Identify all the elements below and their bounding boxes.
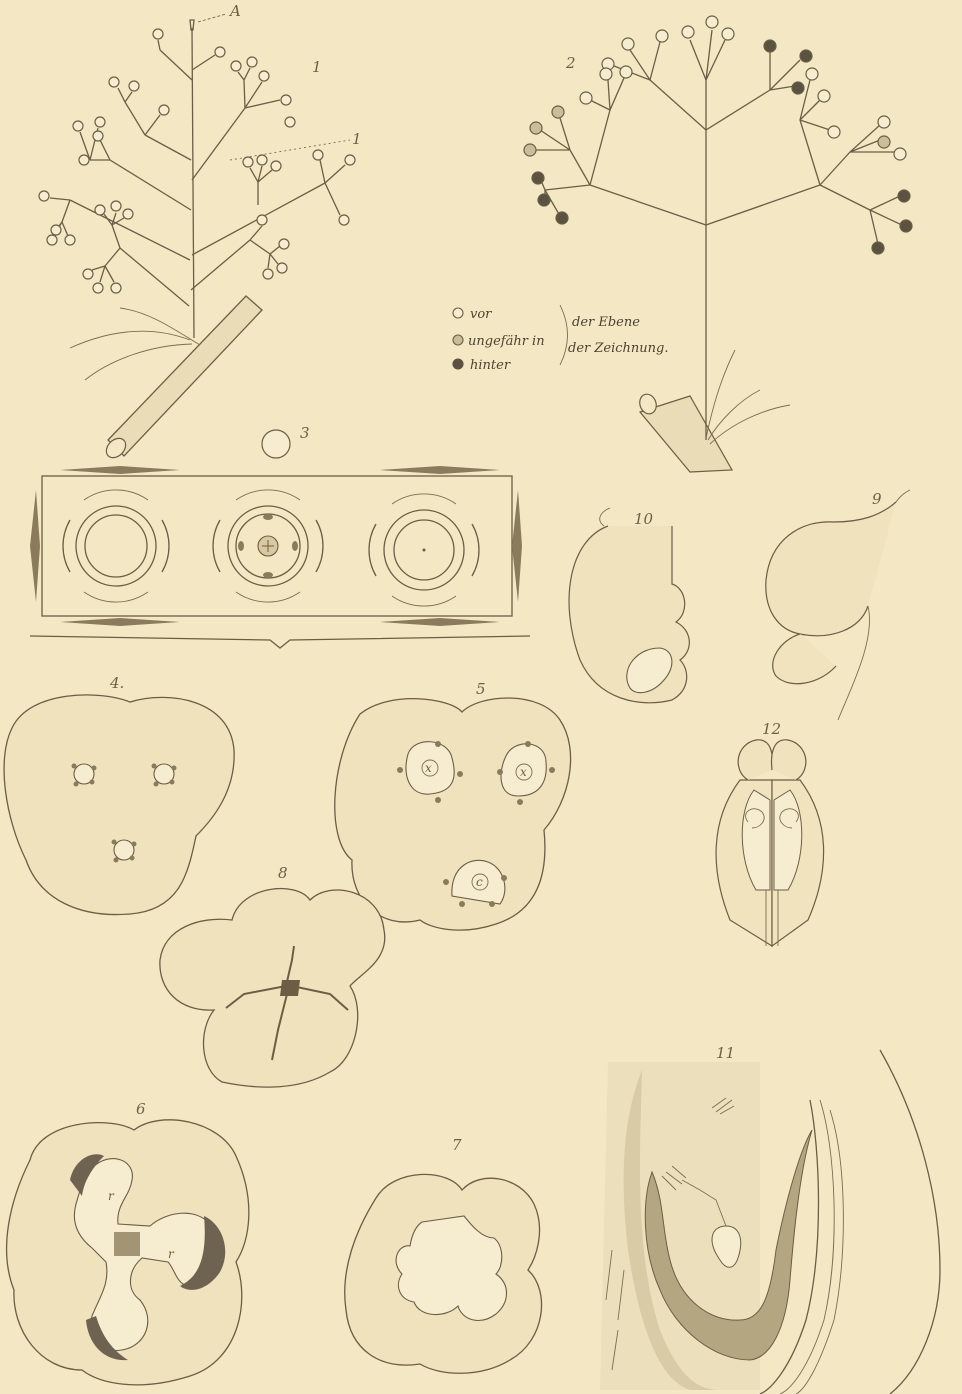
figure-8-number: 8 (278, 864, 288, 882)
figure-2-number: 2 (565, 54, 576, 72)
figure-5-mark-c: c (476, 875, 483, 889)
legend-plane-1: der Ebene (572, 315, 640, 330)
figure-11-number: 11 (716, 1044, 735, 1062)
figure-7-number: 7 (452, 1136, 462, 1154)
legend-front: vor (470, 307, 492, 322)
figure-6-number: 6 (136, 1100, 146, 1118)
figure-5-mark-x1: x (425, 761, 432, 775)
figure-9-number: 9 (872, 490, 882, 508)
figure-1-label-a: A (228, 2, 241, 20)
legend-plane-2: der Zeichnung. (568, 341, 668, 356)
figure-5-mark-x2: x (520, 765, 527, 779)
figure-1-number: 1 (312, 58, 322, 76)
legend-middle: ungefähr in (468, 334, 545, 349)
legend-middle-marker (453, 335, 463, 345)
legend-behind: hinter (470, 358, 511, 373)
figure-12-number: 12 (762, 720, 781, 738)
figure-10-number: 10 (634, 510, 654, 528)
legend-front-marker (453, 308, 463, 318)
figure-1-label-1: 1 (352, 130, 362, 148)
figure-3-number: 3 (300, 424, 310, 442)
figure-6-cross-section: r r 6 (7, 1100, 249, 1385)
figure-4-number: 4. (109, 674, 124, 692)
legend-behind-marker (453, 359, 463, 369)
figure-5-number: 5 (476, 680, 486, 698)
figure-5-cross-section: x x c 5 (335, 680, 571, 930)
